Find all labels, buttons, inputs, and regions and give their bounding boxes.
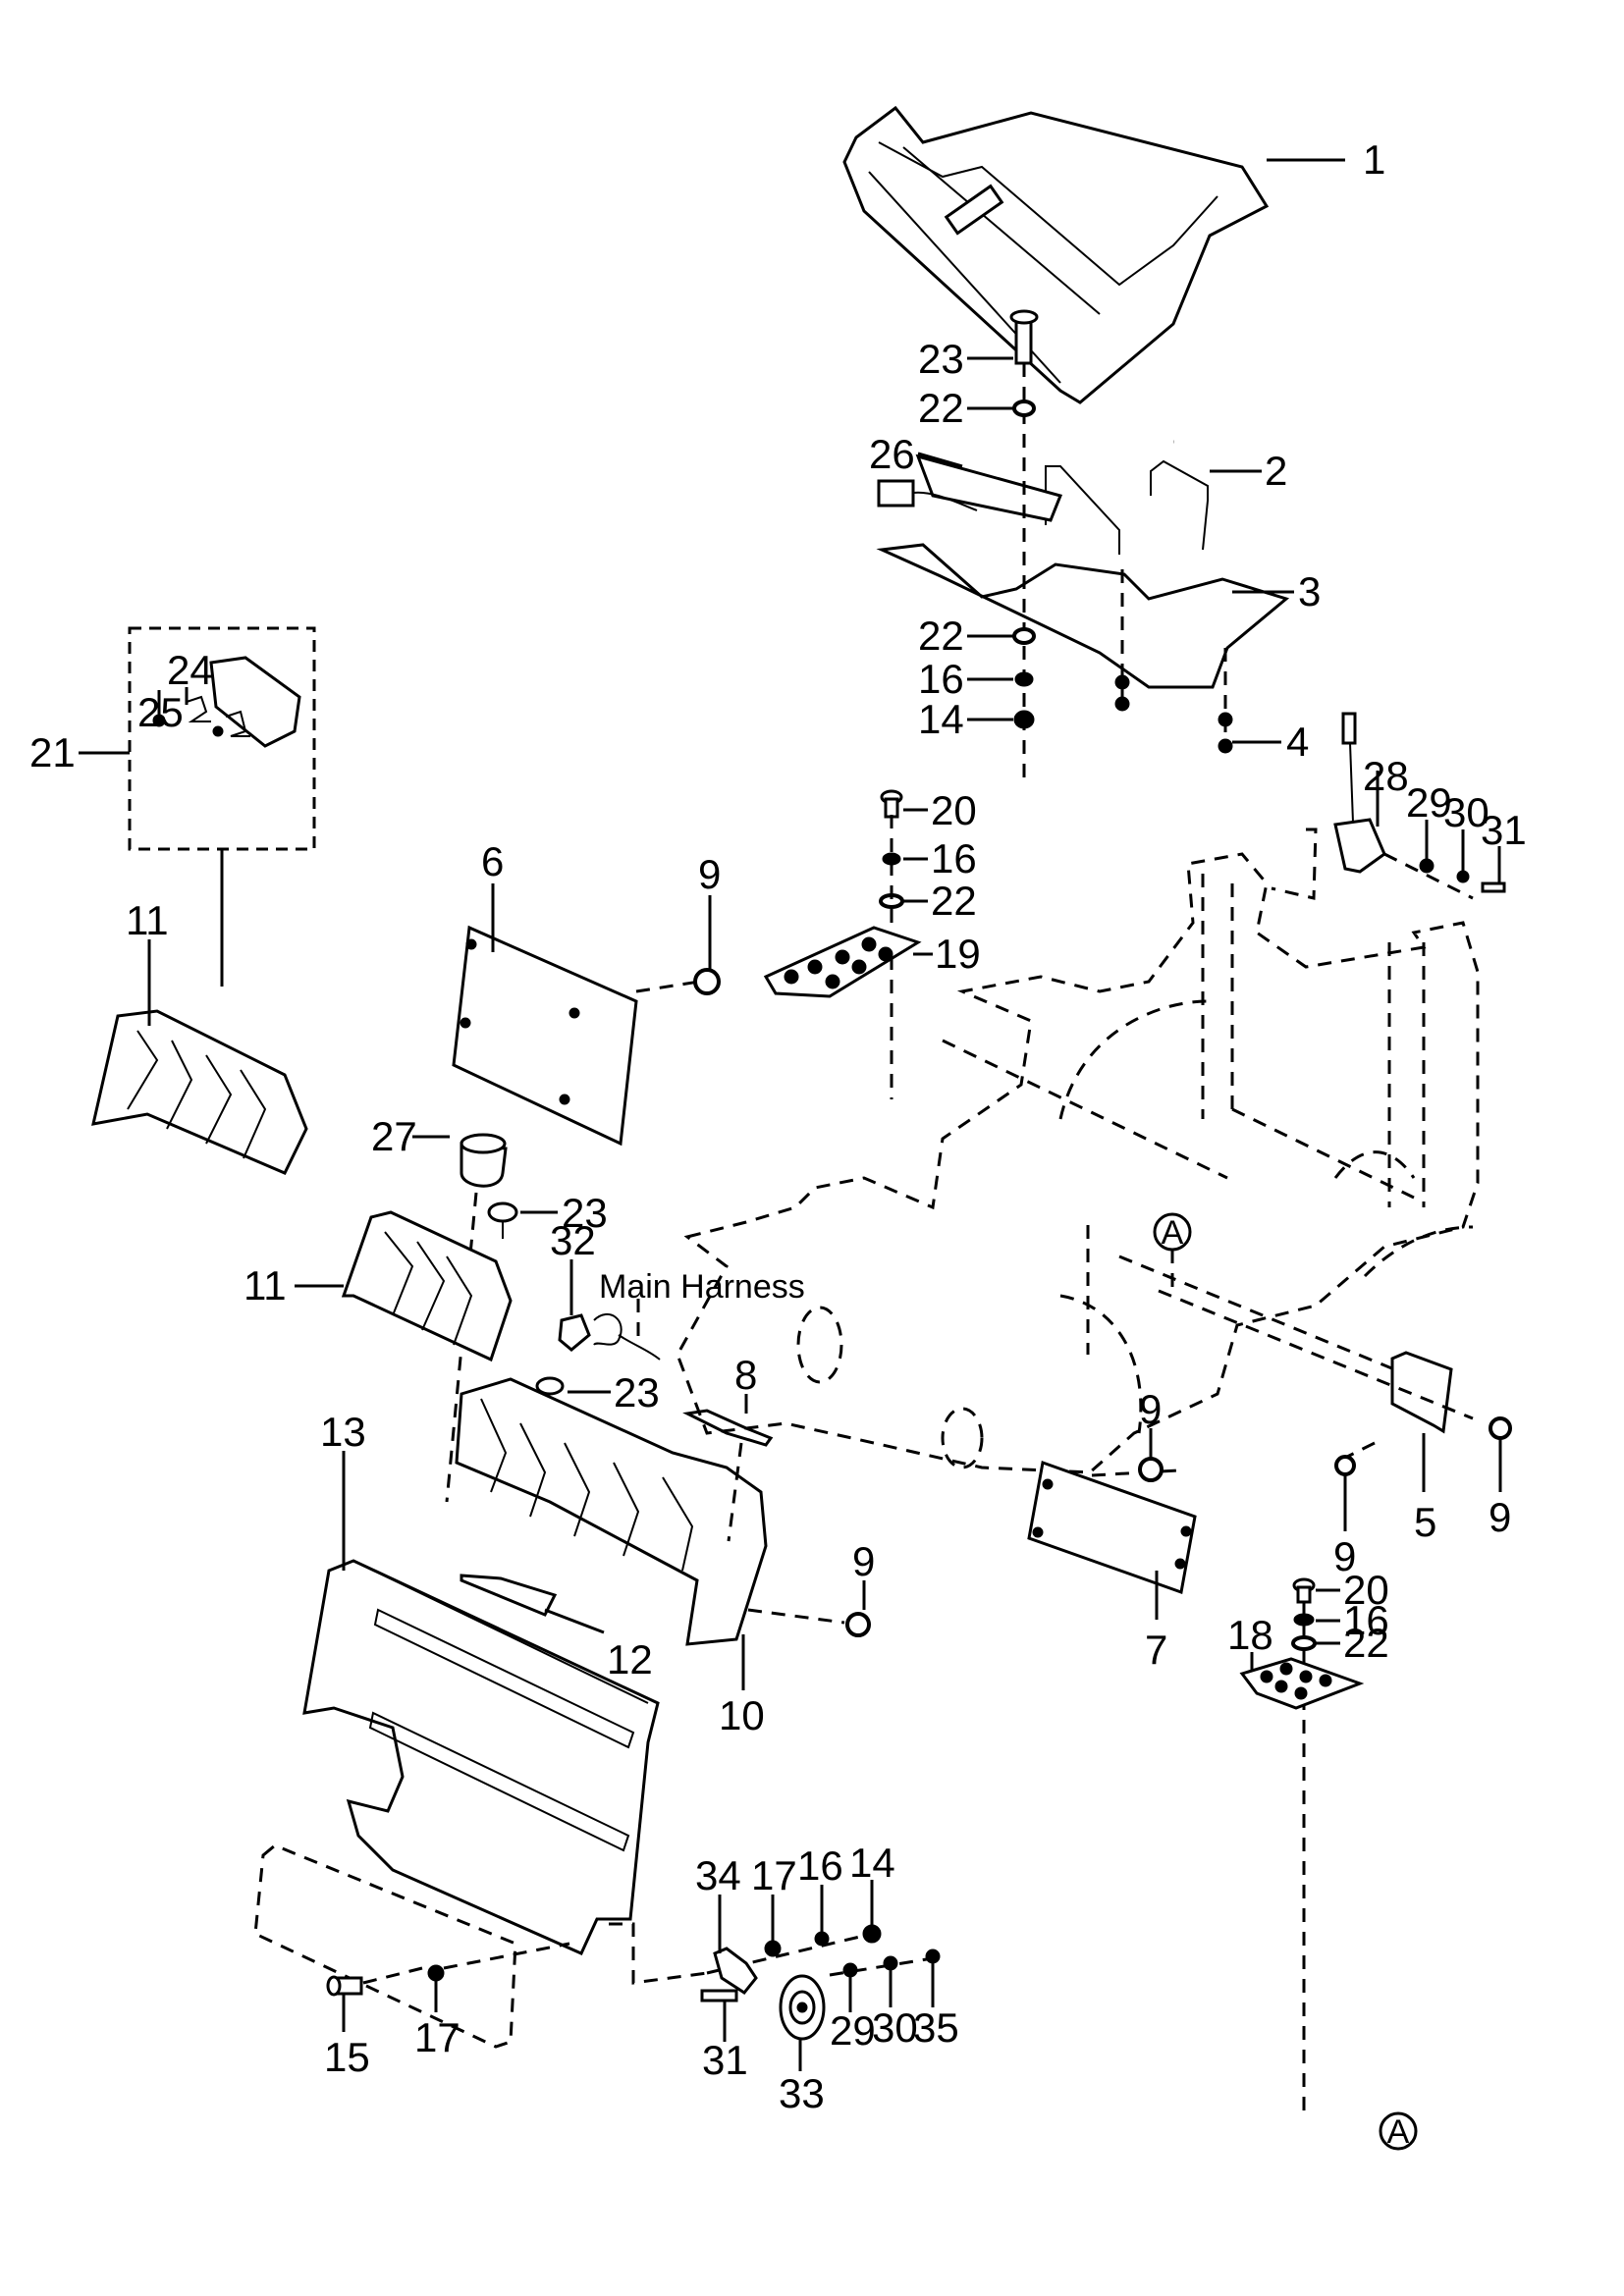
part-32-connector [558,1259,661,1361]
part-18-step-plate [1239,1577,1365,2120]
part-23-knob-upper [487,1201,558,1239]
callout-16-b: 16 [931,835,977,881]
callout-31-a: 31 [1481,807,1527,853]
callout-16-c: 16 [797,1842,843,1889]
part-11-upper-guard [91,939,308,1175]
callout-15: 15 [324,2034,370,2080]
ref-label-a: A [1162,1214,1184,1252]
callout-7: 7 [1145,1627,1167,1673]
part-1-floor-plate [842,105,1345,404]
callout-20-b: 20 [1343,1567,1389,1613]
part-15-bolt [326,1966,423,2032]
callout-23-c: 23 [614,1369,660,1415]
callout-9-c: 9 [1139,1386,1162,1432]
ref-label-a: A [1387,2113,1410,2151]
part-5-plate [1158,1289,1512,1531]
ref-marker-a-bottom: A [1379,2111,1418,2151]
callout-9-d: 9 [1333,1533,1356,1579]
part-28-switch [1271,712,1506,900]
callout-13: 13 [320,1409,366,1455]
callout-31-b: 31 [702,2037,748,2083]
callout-11-a: 11 [126,897,169,943]
callout-19: 19 [935,931,981,977]
callout-14-b: 14 [849,1840,895,1886]
callout-22-c: 22 [931,878,977,924]
main-harness-label: Main Harness [599,1268,805,1306]
callout-9-a: 9 [698,851,721,897]
callout-5: 5 [1414,1499,1436,1545]
callout-9-e: 9 [1489,1494,1511,1540]
callout-1: 1 [1363,136,1385,183]
callout-14-a: 14 [918,696,964,742]
callout-17-a: 17 [414,2014,460,2060]
callout-33: 33 [779,2070,825,2116]
part-3-mount-plate [876,543,1294,689]
callout-17-b: 17 [751,1852,797,1898]
callout-10: 10 [719,1692,765,1738]
fastener-stack-top [967,309,1039,785]
callout-32: 32 [550,1217,596,1263]
callout-22-d: 22 [1343,1620,1389,1666]
main-frame-dashed [676,852,1480,1474]
part-10-center-guard [455,1376,871,1690]
callout-4: 4 [1286,719,1309,765]
callout-24: 24 [167,647,213,693]
callout-30-a: 30 [1443,789,1489,835]
callout-26: 26 [869,431,915,477]
part-6-panel [452,883,721,1147]
leader-line [544,1608,605,1634]
part-7-panel [1027,1428,1197,1620]
callout-12: 12 [607,1636,653,1682]
horn-group [609,1880,941,2071]
part-4-nuts [1114,569,1281,754]
callout-29-b: 29 [830,2007,876,2054]
callout-23-a: 23 [918,336,964,382]
callout-9-b: 9 [852,1538,875,1584]
callout-25: 25 [137,689,184,735]
part-17-nut-left [427,1942,570,2012]
part-13-large-panel [302,1451,660,1955]
callout-18: 18 [1227,1612,1273,1658]
callout-35: 35 [913,2004,959,2051]
part-27-cap [412,1133,508,1503]
callout-6: 6 [481,838,504,884]
callout-22-a: 22 [918,385,964,431]
part-2-u-bolts [1045,459,1262,555]
callout-30-b: 30 [872,2004,918,2051]
part-12-bracket [460,1574,605,1634]
part-11-lower-guard [295,1210,513,1362]
part-8-clip [682,1394,774,1542]
part-19-step-plate [763,789,933,1099]
callout-34: 34 [695,1852,741,1898]
callout-28: 28 [1363,753,1409,799]
callout-27: 27 [371,1113,417,1159]
callout-23-b: 23 [562,1190,608,1236]
callout-22-b: 22 [918,613,964,659]
part-26-switch [877,452,1063,522]
part-21-light-assembly [79,626,316,987]
callout-8: 8 [734,1352,757,1398]
callout-21: 21 [29,729,76,775]
callout-16-d: 16 [1343,1597,1389,1643]
callout-20-a: 20 [931,787,977,833]
ref-marker-a-top: A [1153,1212,1192,1296]
callout-2: 2 [1265,448,1287,494]
callout-3: 3 [1298,568,1321,614]
callout-29-a: 29 [1406,779,1452,826]
leader-line [917,452,963,468]
callout-labels: 1 2 3 4 5 6 7 8 9 9 9 9 9 10 11 11 12 13… [29,136,1527,2116]
callout-11-b: 11 [244,1262,287,1308]
callout-16-a: 16 [918,656,964,702]
